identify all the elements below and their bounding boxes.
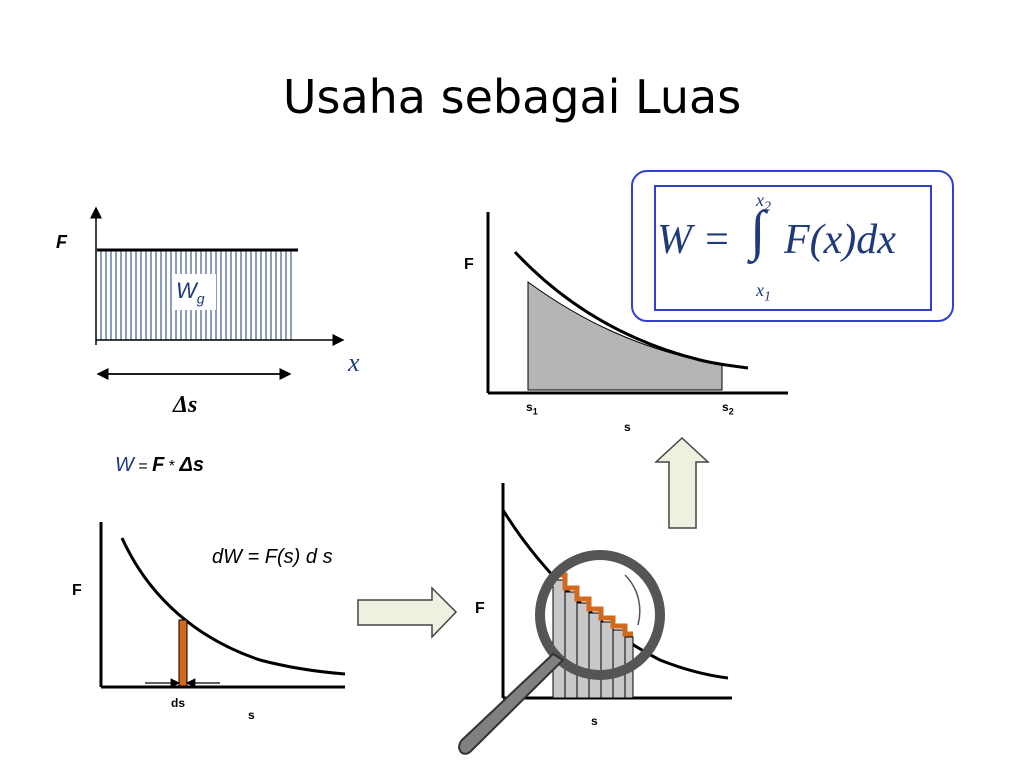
equation-ds: Δs <box>179 454 205 476</box>
force-curve <box>501 509 729 680</box>
upper-limit-sub: 2 <box>764 199 771 215</box>
s1-label: s1 <box>526 400 538 416</box>
formula-rhs: F(x)dx <box>784 217 896 263</box>
dw-y-label: F <box>72 582 82 599</box>
label-backdrop <box>172 274 216 310</box>
area-label-main: W <box>176 278 197 303</box>
formula-inner-frame <box>654 185 932 311</box>
constant-force-panel <box>90 206 345 380</box>
right-arrow <box>357 586 458 639</box>
lower-limit-main: x <box>756 280 764 300</box>
magnifier-y-label: F <box>475 600 485 617</box>
delta-s-label: Δs <box>173 392 198 418</box>
equation-f: F <box>152 454 165 476</box>
up-arrow <box>654 436 710 529</box>
lower-limit: x1 <box>756 280 771 306</box>
curve-y-label: F <box>464 256 474 273</box>
equation-equals: = <box>133 458 153 475</box>
dw-panel <box>99 522 346 689</box>
area-label-sub: g <box>196 290 205 307</box>
s2-main: s <box>722 400 729 414</box>
lens-ring <box>535 550 665 680</box>
s1-main: s <box>526 400 533 414</box>
magnifier-x-label: s <box>591 714 598 728</box>
lower-limit-sub: 1 <box>764 289 771 305</box>
lens-glare <box>624 574 641 626</box>
formula-lhs: W = <box>657 217 731 263</box>
area-label: Wg <box>176 278 205 306</box>
curve-x-label: s <box>624 420 631 434</box>
riemann-bars <box>552 579 634 699</box>
slide-title: Usaha sebagai Luas <box>282 70 742 124</box>
force-curve <box>120 537 346 676</box>
x-axis-label: x <box>348 348 360 377</box>
equation-star: * <box>164 458 180 475</box>
dw-x-label: s <box>248 708 255 722</box>
y-axis-label: F <box>56 232 67 252</box>
upper-limit: x2 <box>756 190 771 216</box>
s2-label: s2 <box>722 400 734 416</box>
work-equation: W = F * Δs <box>115 454 204 477</box>
ds-strip <box>178 619 188 687</box>
force-curve <box>513 250 749 370</box>
ds-label: ds <box>171 696 186 710</box>
upper-limit-main: x <box>756 190 764 210</box>
dw-equation: dW = F(s) d s <box>212 546 333 568</box>
formula-outer-frame <box>631 170 954 322</box>
magnifier-panel <box>458 483 732 755</box>
s1-sub: 1 <box>532 406 538 417</box>
equation-w: W <box>115 454 134 476</box>
integral-sign: ∫ <box>750 200 766 262</box>
magnifier-handle <box>458 652 565 755</box>
step-edge <box>553 572 633 637</box>
curve-area-panel <box>486 212 788 395</box>
s2-sub: 2 <box>728 406 734 417</box>
